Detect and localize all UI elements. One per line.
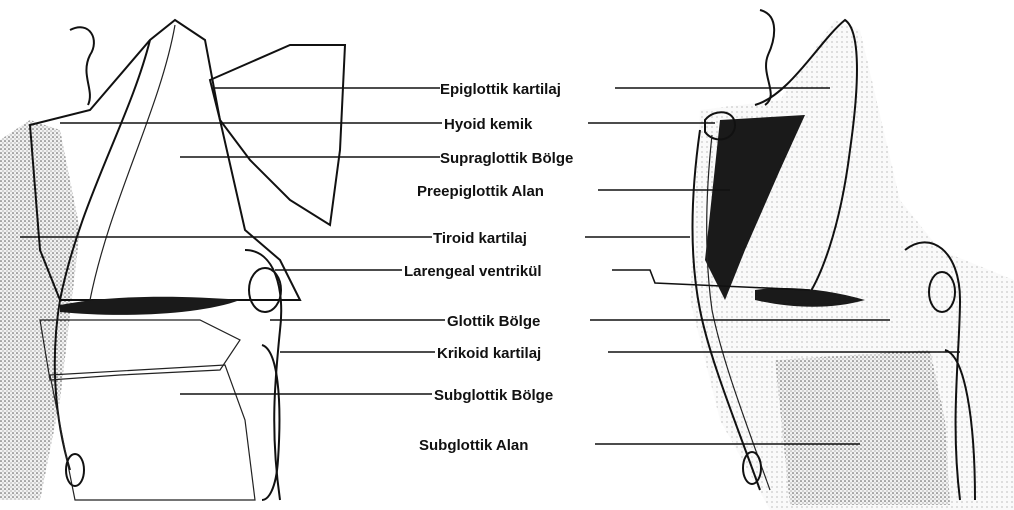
glottic-region-left [40, 320, 240, 380]
label-krikoid-kartilaj: Krikoid kartilaj [437, 345, 541, 362]
subglottic-space-right [775, 350, 950, 505]
hyoid-flap-left [210, 45, 345, 225]
label-supraglottik-bolge: Supraglottik Bölge [440, 150, 573, 167]
label-epiglottik-kartilaj: Epiglottik kartilaj [440, 81, 561, 98]
label-hyoid-kemik: Hyoid kemik [444, 116, 533, 133]
label-tiroid-kartilaj: Tiroid kartilaj [433, 230, 527, 247]
label-preepiglottik-alan: Preepiglottik Alan [417, 183, 544, 200]
left-larynx-illustration [0, 20, 345, 500]
label-larengeal-ventrikul: Larengeal ventrikül [404, 263, 542, 280]
label-subglottik-alan: Subglottik Alan [419, 437, 528, 454]
epiglottis-inner-left [90, 25, 175, 300]
label-glottik-bolge: Glottik Bölge [447, 313, 540, 330]
right-larynx-illustration [690, 10, 1014, 510]
labels: Epiglottik kartilaj Hyoid kemik Supraglo… [404, 81, 573, 454]
cricoid-ring-left [249, 268, 281, 312]
subglottic-region-left [50, 365, 255, 500]
tongue-curl-right [760, 10, 774, 105]
label-subglottik-bolge: Subglottik Bölge [434, 387, 553, 404]
tongue-curl-left [70, 27, 94, 105]
